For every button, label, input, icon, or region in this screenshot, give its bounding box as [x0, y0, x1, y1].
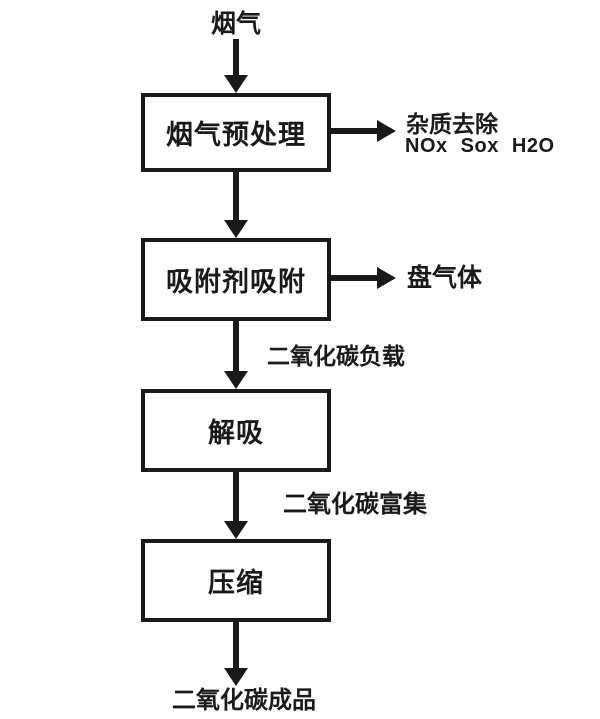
process-box-adsorption: 吸附剂吸附	[141, 238, 331, 321]
arrow-shaft	[331, 275, 381, 281]
arrow-shaft	[233, 622, 239, 671]
output-product-label: 二氧化碳成品	[172, 687, 316, 714]
co2-loaded-stream-label: 二氧化碳负载	[267, 343, 405, 369]
impurity-chemicals-label: NOx Sox H2O	[405, 135, 555, 157]
process-box-desorption: 解吸	[141, 389, 331, 472]
co2-enriched-stream-label: 二氧化碳富集	[283, 491, 427, 518]
arrow-down-head-icon	[224, 75, 248, 93]
arrow-shaft	[233, 321, 239, 374]
arrow-input-to-pretreatment	[224, 39, 248, 93]
process-box-label: 解吸	[208, 418, 264, 448]
arrow-shaft	[331, 128, 381, 134]
input-stream-label: 烟气	[210, 10, 261, 38]
arrow-shaft	[233, 172, 239, 223]
arrow-shaft	[233, 472, 239, 524]
arrow-pretreatment-to-adsorption	[224, 172, 248, 238]
arrow-adsorption-to-desorption	[224, 321, 248, 389]
process-box-label: 烟气预处理	[166, 120, 306, 150]
lean-gas-label: 盘气体	[407, 264, 483, 292]
arrow-down-head-icon	[224, 220, 248, 238]
impurity-removal-label: 杂质去除	[406, 111, 498, 137]
arrow-compression-to-product	[224, 622, 248, 686]
arrow-desorption-to-compression	[224, 472, 248, 539]
process-box-compression: 压缩	[141, 539, 331, 622]
arrow-down-head-icon	[224, 371, 248, 389]
arrow-down-head-icon	[224, 521, 248, 539]
arrow-shaft	[233, 39, 239, 78]
arrow-down-head-icon	[224, 668, 248, 686]
arrow-right-head-icon	[377, 120, 396, 142]
process-box-label: 压缩	[208, 568, 264, 598]
process-box-pretreatment: 烟气预处理	[141, 93, 331, 172]
arrow-adsorption-to-leangas	[331, 267, 396, 289]
arrow-pretreatment-to-impurity	[331, 120, 396, 142]
arrow-right-head-icon	[377, 267, 396, 289]
process-box-label: 吸附剂吸附	[166, 267, 306, 297]
